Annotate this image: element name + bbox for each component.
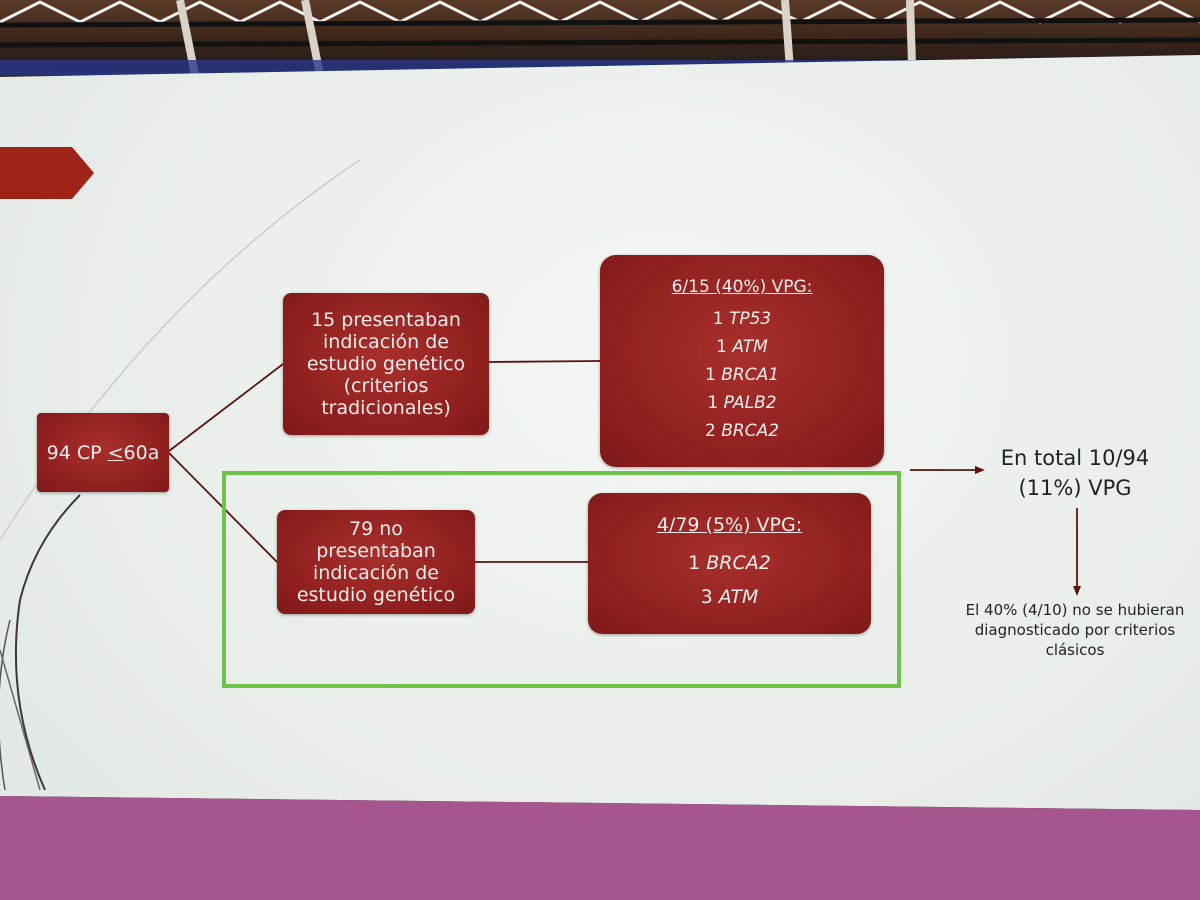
non-traditional-findings-list: 1 BRCA2 3 ATM [657, 546, 802, 614]
finding-item: 2 BRCA2 [704, 421, 780, 441]
conclusion-note: El 40% (4/10) no se hubieran diagnostica… [965, 601, 1185, 659]
root-box: 94 CP <60a [37, 413, 169, 492]
non-traditional-results-header: 4/79 (5%) VPG: [656, 513, 803, 536]
finding-item: 1 PALB2 [707, 393, 777, 413]
root-label: 94 CP <60a [46, 441, 160, 464]
non-traditional-box: 79 no presentaban indicación de estudio … [277, 510, 475, 614]
finding-item: 1 BRCA1 [704, 365, 780, 385]
finding-item: 3 ATM [700, 585, 759, 608]
non-traditional-label: 79 no presentaban indicación de estudio … [296, 518, 456, 606]
non-traditional-results-box: 4/79 (5%) VPG: 1 BRCA2 3 ATM [588, 493, 871, 634]
total-summary: En total 10/94 (11%) VPG [1000, 446, 1150, 500]
traditional-findings-list: 1 TP53 1 ATM 1 BRCA1 1 PALB2 2 BRCA2 [705, 305, 779, 445]
traditional-results-header: 6/15 (40%) VPG: [671, 277, 813, 297]
traditional-criteria-label: 15 presentaban indicación de estudio gen… [306, 309, 466, 419]
traditional-results-box: 6/15 (40%) VPG: 1 TP53 1 ATM 1 BRCA1 1 P… [600, 255, 884, 467]
finding-item: 1 TP53 [712, 309, 772, 329]
finding-item: 1 ATM [716, 337, 768, 357]
title-ribbon-shape [0, 147, 94, 199]
finding-item: 1 BRCA2 [688, 551, 771, 574]
traditional-criteria-box: 15 presentaban indicación de estudio gen… [283, 293, 489, 435]
